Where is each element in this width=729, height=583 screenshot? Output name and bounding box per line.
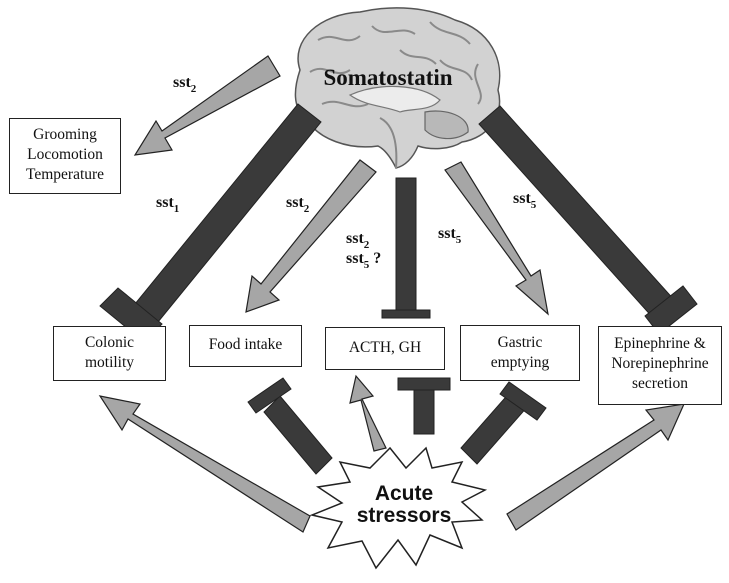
- food-intake-box: Food intake: [189, 325, 302, 367]
- brain-illustration: [294, 7, 501, 169]
- inhibition-acth-from-stress: [397, 377, 451, 435]
- receptor-label-food: sst2: [286, 194, 310, 215]
- gastric-emptying-box: Gastric emptying: [460, 325, 580, 381]
- epinephrine-line-1: Epinephrine &: [614, 335, 706, 352]
- epinephrine-box: Epinephrine & Norepinephrine secretion: [598, 326, 722, 405]
- acute-stressors-label-line2: stressors: [357, 504, 452, 527]
- inhibition-gastric-from-stress: [460, 381, 547, 465]
- acute-stressors-label-line1: Acute: [375, 482, 433, 505]
- receptor-label-acth-a: sst2: [346, 230, 370, 251]
- epinephrine-line-3: secretion: [632, 375, 688, 392]
- arrow-brain-to-behavior: [133, 55, 281, 156]
- acute-stressors-burst: [309, 446, 488, 570]
- inhibition-colonic: [99, 103, 322, 343]
- arrow-brain-to-food: [245, 159, 377, 313]
- behavior-line-locomotion: Locomotion: [27, 146, 103, 163]
- somatostatin-label: Somatostatin: [323, 65, 452, 90]
- receptor-label-gastric: sst5: [438, 225, 462, 246]
- arrow-stress-to-colonic: [98, 395, 311, 533]
- epinephrine-line-2: Norepinephrine: [611, 355, 709, 372]
- receptor-label-acth-b: sst5 ?: [346, 250, 381, 271]
- arrow-stress-to-epinephrine: [506, 403, 685, 531]
- receptor-label-colonic: sst1: [156, 194, 179, 215]
- gastric-line-2: emptying: [490, 354, 550, 371]
- arrow-brain-to-gastric: [444, 161, 549, 316]
- acth-gh-box: ACTH, GH: [325, 327, 445, 370]
- behavior-box: Grooming Locomotion Temperature: [9, 118, 121, 194]
- receptor-label-behavior: sst2: [173, 74, 197, 95]
- arrow-stress-to-acth: [349, 374, 387, 452]
- food-intake-label: Food intake: [208, 336, 283, 353]
- colonic-motility-box: Colonic motility: [53, 326, 166, 381]
- gastric-line-1: Gastric: [497, 334, 543, 351]
- receptor-label-epinephrine: sst5: [513, 190, 537, 211]
- behavior-line-temperature: Temperature: [25, 166, 105, 183]
- behavior-line-grooming: Grooming: [33, 126, 97, 143]
- inhibition-epinephrine: [478, 105, 698, 335]
- colonic-line-1: Colonic: [84, 334, 135, 351]
- inhibition-food-from-stress: [247, 377, 333, 475]
- colonic-line-2: motility: [84, 354, 135, 371]
- inhibition-acth-from-brain: [381, 177, 431, 319]
- acth-gh-label: ACTH, GH: [348, 339, 422, 356]
